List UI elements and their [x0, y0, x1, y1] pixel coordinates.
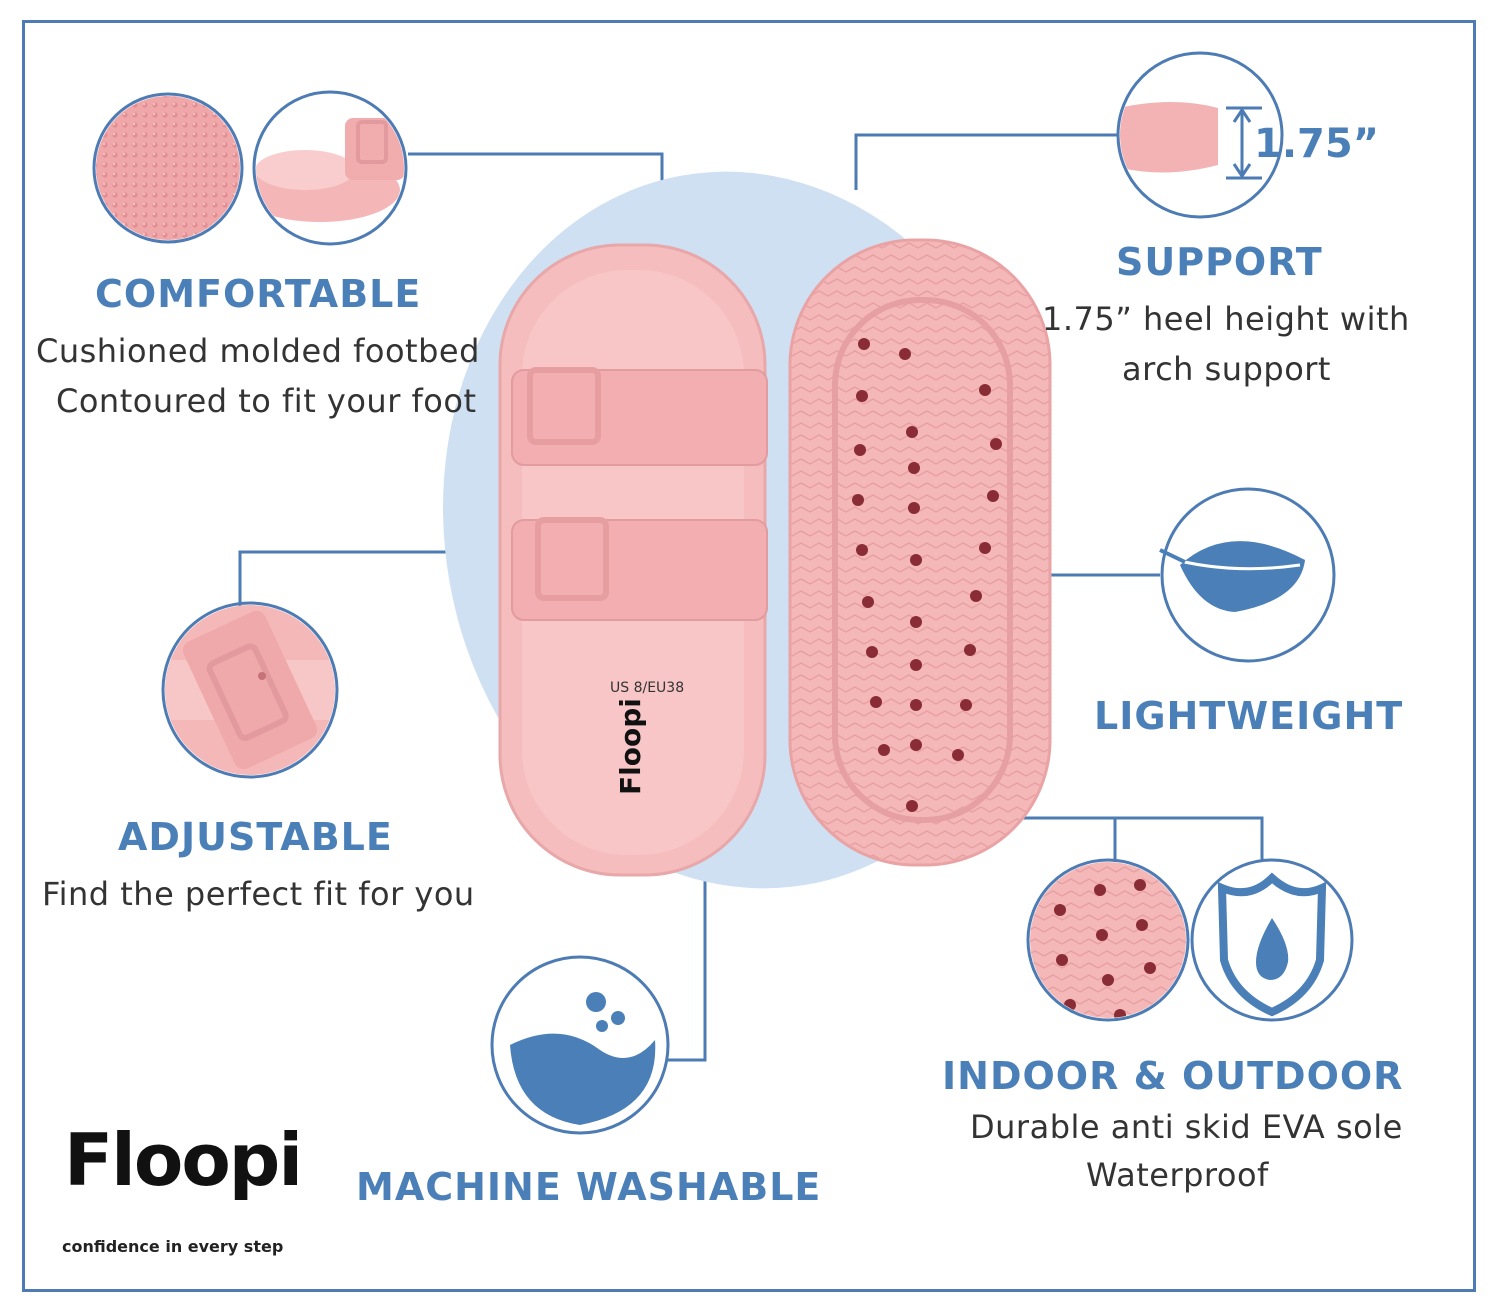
sole-detail-circle — [1026, 858, 1190, 1022]
sandal-top-view: US 8/EU38 Floopi — [498, 243, 768, 877]
comfortable-title: COMFORTABLE — [95, 272, 422, 316]
adjustable-line1: Find the perfect fit for you — [42, 875, 475, 913]
water-wave-icon — [490, 955, 670, 1135]
indoor-outdoor-line2: Waterproof — [1086, 1156, 1269, 1194]
support-line1: 1.75” heel height with — [1042, 300, 1410, 338]
comfortable-line1: Cushioned molded footbed — [36, 332, 480, 370]
sandal-sole-view — [788, 238, 1052, 867]
support-line2: arch support — [1122, 350, 1331, 388]
brand-tagline: confidence in every step — [62, 1237, 284, 1256]
machine-washable-title: MACHINE WASHABLE — [356, 1165, 822, 1209]
support-title: SUPPORT — [1116, 240, 1323, 284]
sole-drain-holes — [852, 338, 1002, 812]
comfortable-sandal-circle — [252, 90, 408, 246]
comfortable-line2: Contoured to fit your foot — [56, 382, 477, 420]
adjustable-buckle-circle — [161, 601, 339, 779]
indoor-outdoor-line1: Durable anti skid EVA sole — [970, 1108, 1403, 1146]
size-label: US 8/EU38 — [610, 680, 684, 696]
lightweight-title: LIGHTWEIGHT — [1094, 694, 1404, 738]
indoor-outdoor-title: INDOOR & OUTDOOR — [942, 1054, 1404, 1098]
brand-logo: Floopi — [64, 1118, 303, 1202]
support-heel-circle — [1116, 51, 1284, 219]
heel-height-label: 1.75” — [1254, 121, 1379, 167]
outer-frame — [22, 20, 1476, 1292]
feather-icon — [1159, 487, 1336, 663]
comfortable-texture-circle — [92, 92, 244, 244]
adjustable-title: ADJUSTABLE — [118, 815, 393, 859]
water-drop-shield-icon — [1190, 858, 1354, 1022]
insole-brand: Floopi — [614, 698, 647, 795]
